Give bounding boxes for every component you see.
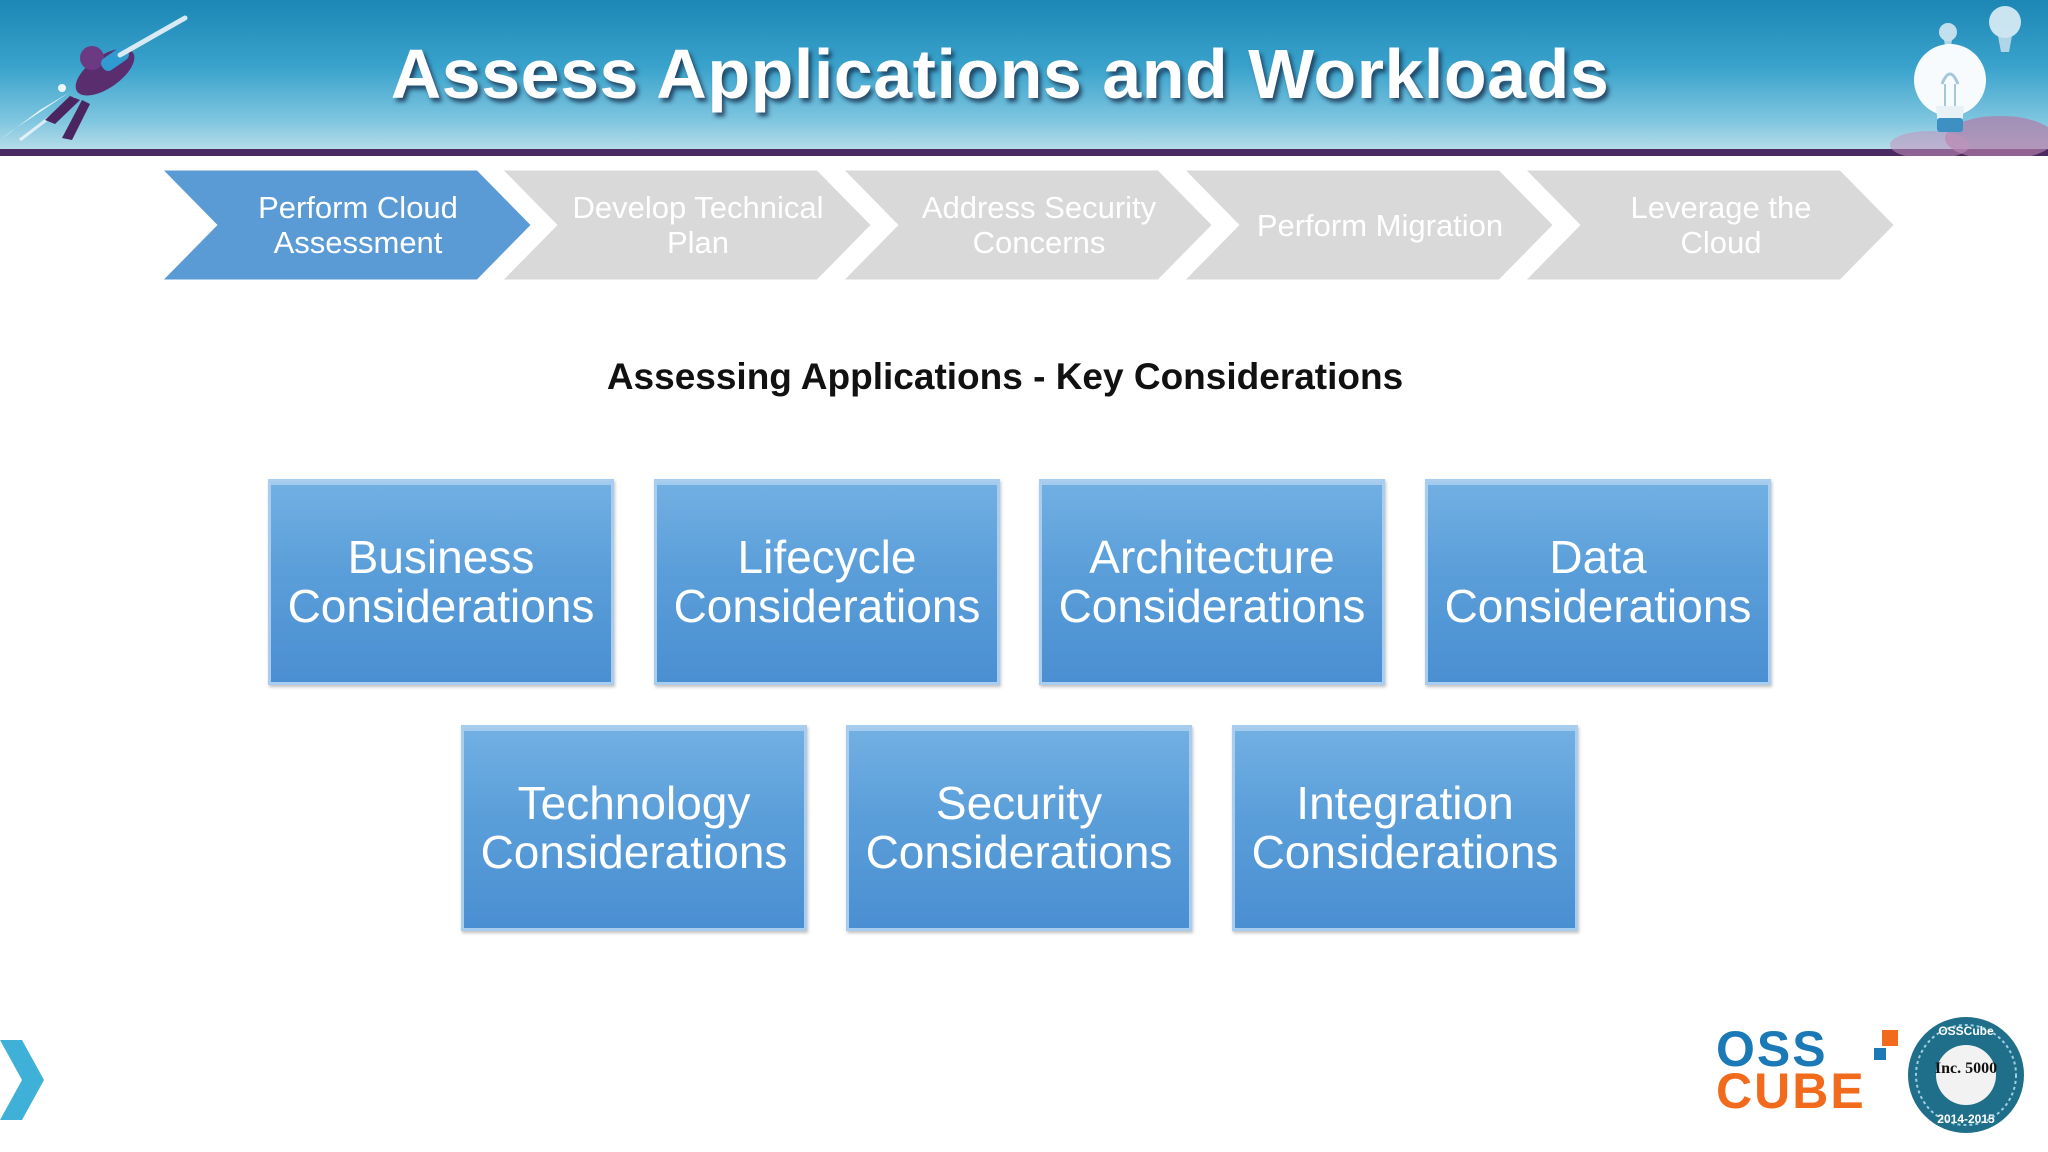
security-considerations-box[interactable]: Security Considerations	[846, 725, 1192, 931]
lifecycle-considerations-box[interactable]: Lifecycle Considerations	[654, 479, 1000, 685]
section-heading: Assessing Applications - Key Considerati…	[606, 356, 1404, 397]
process-step-4[interactable]: Perform Migration	[1180, 168, 1560, 282]
process-steps: Perform Cloud Assessment Develop Technic…	[158, 168, 1901, 282]
logo-cube-text: CUBE	[1716, 1063, 1866, 1119]
integration-considerations-box[interactable]: Integration Considerations	[1232, 725, 1578, 931]
process-step-2[interactable]: Develop Technical Plan	[498, 168, 878, 282]
business-considerations-box[interactable]: Business Considerations	[268, 479, 614, 685]
box-label: Architecture Considerations	[1058, 531, 1366, 632]
box-label: Business Considerations	[287, 531, 595, 632]
box-label: Lifecycle Considerations	[673, 531, 981, 632]
data-considerations-box[interactable]: Data Considerations	[1425, 479, 1771, 685]
box-label: Integration Considerations	[1251, 777, 1559, 878]
seal-years-text: 2014-2015	[1937, 1112, 1995, 1126]
process-step-label: Leverage the Cloud	[1630, 190, 1812, 260]
process-step-1[interactable]: Perform Cloud Assessment	[158, 168, 538, 282]
logo-oss-text: OSS	[1716, 1021, 1828, 1077]
logo-mark-icon	[1874, 1030, 1898, 1060]
box-label: Data Considerations	[1444, 531, 1752, 632]
box-label: Security Considerations	[865, 777, 1173, 878]
seal-main-text: Inc. 5000	[1935, 1060, 1997, 1077]
seal-ring-text: OSSCube	[1938, 1024, 1994, 1038]
process-step-label: Develop Technical Plan	[572, 190, 824, 260]
chevron-right-icon	[0, 1040, 44, 1120]
lightbulb-icon	[1890, 6, 2048, 156]
technology-considerations-box[interactable]: Technology Considerations	[461, 725, 807, 931]
osscube-logo: OSS CUBE	[1716, 1021, 1916, 1119]
header-banner	[0, 0, 2048, 150]
box-label: Technology Considerations	[480, 777, 788, 878]
header-divider	[0, 149, 2048, 156]
process-step-3[interactable]: Address Security Concerns	[839, 168, 1219, 282]
rocket-figure-icon	[0, 15, 188, 142]
process-step-label: Address Security Concerns	[921, 190, 1157, 260]
process-step-label: Perform Cloud Assessment	[258, 190, 458, 260]
process-step-5[interactable]: Leverage the Cloud	[1521, 168, 1901, 282]
architecture-considerations-box[interactable]: Architecture Considerations	[1039, 479, 1385, 685]
inc-5000-seal-icon: Inc. 5000 OSSCube 2014-2015	[1906, 1015, 2026, 1135]
slide-title: Assess Applications and Workloads	[390, 35, 1610, 113]
process-step-label: Perform Migration	[1256, 207, 1504, 243]
